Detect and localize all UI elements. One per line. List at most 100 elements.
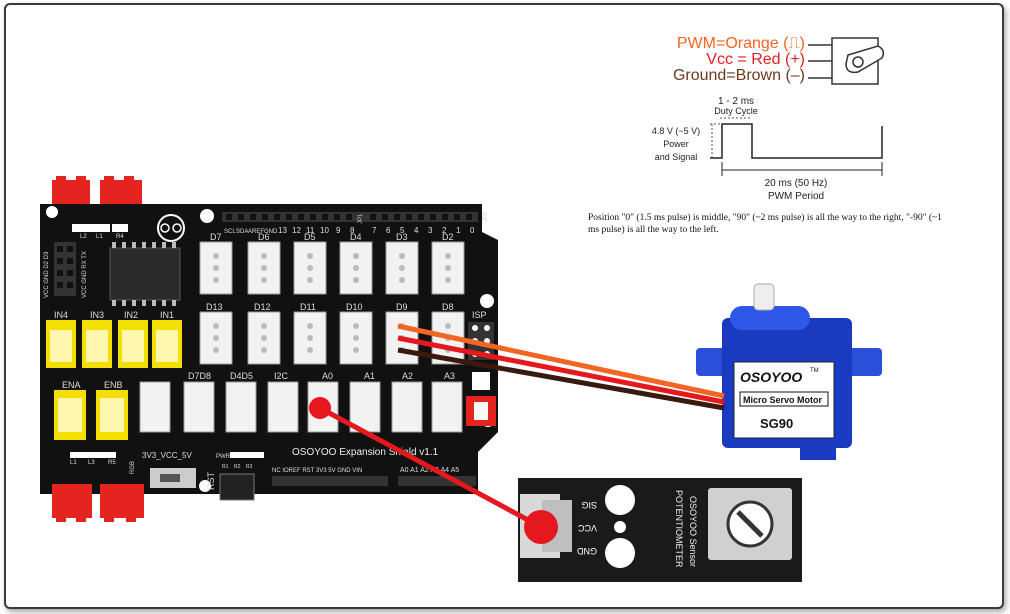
svg-text:A3: A3 — [444, 371, 455, 381]
svg-text:11: 11 — [306, 226, 315, 235]
servo-type: Micro Servo Motor — [743, 395, 823, 405]
vcc-jumper-label: 3V3_VCC_5V — [142, 451, 192, 460]
svg-text:6: 6 — [386, 226, 391, 235]
svg-text:R2: R2 — [234, 464, 241, 470]
svg-text:A1: A1 — [364, 371, 375, 381]
duty-bottom-label: Duty Cycle — [714, 106, 758, 116]
svg-text:13: 13 — [278, 226, 287, 235]
svg-text:IN2: IN2 — [124, 310, 138, 320]
led-bottom-labels: L1 L3 R5 — [70, 460, 116, 466]
servo-tm: TM — [810, 368, 819, 374]
rgb-label: RGB — [130, 461, 136, 474]
svg-text:R4: R4 — [116, 234, 124, 240]
potentiometer-sensor: SIG VCC GND POTENTIOMETER OSOYOO Sensor — [518, 478, 802, 582]
svg-text:L1: L1 — [96, 234, 103, 240]
ena-label: ENA — [62, 380, 81, 390]
sensor-kind: POTENTIOMETER — [674, 490, 684, 568]
svg-text:8: 8 — [350, 226, 355, 235]
pwm-legend: PWM=Orange (⎍) — [676, 35, 805, 52]
ground-legend: Ground=Brown (–) — [672, 67, 805, 84]
svg-text:I2C: I2C — [274, 371, 289, 381]
svg-text:D7D8: D7D8 — [188, 371, 211, 381]
isp-label: ISP — [472, 310, 487, 320]
svg-text:D4: D4 — [350, 232, 362, 242]
signal-wire — [309, 397, 558, 544]
svg-text:IN1: IN1 — [160, 310, 174, 320]
svg-text:AREF: AREF — [248, 229, 264, 235]
svg-text:GND: GND — [264, 229, 278, 235]
svg-text:D4D5: D4D5 — [230, 371, 253, 381]
duty-top-label: 1 - 2 ms — [718, 96, 754, 107]
servo-wires — [397, 323, 725, 411]
row3-connectors — [139, 381, 463, 433]
left-pin-labels-2: VCC GND RX TX — [82, 251, 88, 298]
expansion-shield: SCL SDA AREF GND 13 12 11 10 9 8 7 6 5 4… — [40, 176, 498, 522]
svg-text:3: 3 — [428, 226, 433, 235]
svg-text:12: 12 — [292, 226, 301, 235]
svg-text:R3: R3 — [246, 464, 253, 470]
vcc-pin-label: VCC — [577, 523, 597, 533]
svg-text:A2: A2 — [402, 371, 413, 381]
svg-text:L1: L1 — [70, 460, 77, 466]
svg-text:IN4: IN4 — [54, 310, 68, 320]
left-pin-labels: VCC GND D2 D3 — [44, 251, 50, 298]
voltage-line3: and Signal — [655, 152, 698, 162]
svg-text:D11: D11 — [300, 302, 316, 312]
gnd-pin-label: GND — [577, 546, 598, 556]
svg-text:D3: D3 — [396, 232, 408, 242]
sig-pin-label: SIG — [581, 500, 597, 510]
svg-text:D5: D5 — [304, 232, 316, 242]
period-bottom-label: PWM Period — [768, 191, 824, 202]
svg-text:D10: D10 — [346, 302, 363, 312]
svg-text:D6: D6 — [258, 232, 270, 242]
rst-label: RST — [206, 471, 216, 490]
svg-text:SCL: SCL — [224, 229, 236, 235]
svg-text:7: 7 — [372, 226, 377, 235]
svg-text:D9: D9 — [396, 302, 408, 312]
svg-text:D13: D13 — [206, 302, 223, 312]
row1-labels: D7 D6 D5 D4 D3 D2 — [210, 232, 454, 242]
svg-text:0: 0 — [470, 226, 475, 235]
power-pin-labels: NC IOREF RST 3V3 5V GND VIN — [272, 468, 362, 474]
svg-text:D12: D12 — [254, 302, 271, 312]
servo-symbol-icon — [808, 37, 885, 85]
jp1-label: JP1 — [358, 213, 364, 224]
vcc-wire — [397, 335, 725, 405]
ground-wire — [397, 347, 725, 411]
pwm-wire — [397, 323, 725, 399]
svg-text:R1: R1 — [222, 464, 229, 470]
svg-text:1: 1 — [456, 226, 461, 235]
svg-text:SDA: SDA — [236, 229, 248, 235]
servo-motor: OSOYOO TM Micro Servo Motor SG90 — [696, 283, 882, 460]
servo-model: SG90 — [760, 416, 793, 431]
pulse-diagram: 1 - 2 ms Duty Cycle 4.8 V (~5 V) Power a… — [652, 96, 883, 202]
jp2-label: JP2 — [483, 211, 489, 222]
voltage-line2: Power — [663, 139, 689, 149]
analog-pin-labels: A0 A1 A2 A3 A4 A5 — [400, 467, 459, 474]
servo-brand: OSOYOO — [740, 369, 802, 385]
led-top-labels: L2 L1 R4 — [80, 234, 124, 240]
pwr-label: PWR — [216, 454, 231, 460]
svg-text:9: 9 — [336, 226, 341, 235]
vcc-legend: Vcc = Red (+) — [706, 51, 805, 68]
svg-text:D8: D8 — [442, 302, 454, 312]
position-note-line1: Position "0" (1.5 ms pulse) is middle, "… — [588, 212, 942, 223]
svg-text:2: 2 — [442, 226, 447, 235]
shield-name: OSOYOO Expansion Shield v1.1 — [292, 447, 439, 458]
svg-text:L2: L2 — [80, 234, 87, 240]
wire-legend: PWM=Orange (⎍) Vcc = Red (+) Ground=Brow… — [673, 36, 805, 84]
voltage-line1: 4.8 V (~5 V) — [652, 126, 700, 136]
svg-text:10: 10 — [320, 226, 329, 235]
row1-connectors — [199, 241, 465, 295]
red-header-bottom — [52, 484, 144, 522]
sensor-name: OSOYOO Sensor — [688, 496, 698, 567]
svg-text:IN3: IN3 — [90, 310, 104, 320]
position-note-line2: ms pulse) is all the way to the left. — [588, 224, 719, 235]
svg-text:A0: A0 — [322, 371, 333, 381]
motor-in-labels: IN4 IN3 IN2 IN1 — [54, 310, 174, 320]
row3-labels: D7D8 D4D5 I2C A0 A1 A2 A3 — [188, 371, 455, 381]
svg-text:D2: D2 — [442, 232, 454, 242]
r-labels: R1 R2 R3 — [222, 464, 253, 470]
svg-text:5: 5 — [400, 226, 405, 235]
